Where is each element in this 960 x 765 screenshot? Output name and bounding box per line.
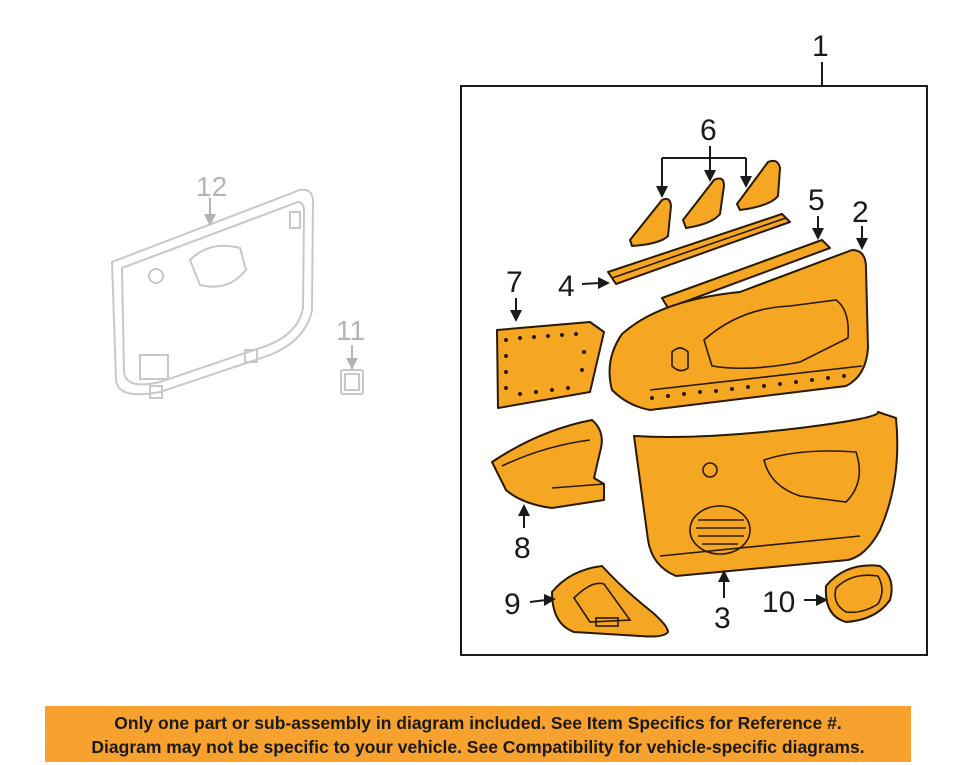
leader-9 (529, 594, 556, 606)
part-7-side-panel (496, 321, 605, 409)
leader-7 (510, 298, 522, 322)
callout-8: 8 (514, 532, 531, 565)
part-6-corner-trims (629, 159, 781, 247)
leader-3 (718, 570, 730, 598)
ghost-door-panel-12 (110, 188, 315, 399)
disclaimer-line-2: Diagram may not be specific to your vehi… (91, 737, 865, 757)
part-2-upper-trim (608, 249, 869, 411)
disclaimer-line-1: Only one part or sub-assembly in diagram… (114, 713, 842, 733)
callout-12: 12 (196, 171, 227, 202)
ghost-leader-11 (346, 345, 358, 370)
part-10-speaker-grille (824, 564, 893, 623)
callout-7: 7 (506, 266, 523, 299)
callout-6: 6 (700, 114, 717, 147)
part-2-fastener-holes (650, 374, 846, 400)
leader-5 (812, 216, 824, 240)
leader-4 (581, 277, 610, 289)
callout-10: 10 (762, 586, 795, 619)
leader-8 (518, 504, 530, 528)
leader-10 (804, 594, 828, 606)
callout-5: 5 (808, 184, 825, 217)
leader-2 (856, 226, 868, 250)
callout-9: 9 (504, 588, 521, 621)
callout-3: 3 (714, 602, 731, 635)
callout-4: 4 (558, 270, 575, 303)
callout-2: 2 (852, 196, 869, 229)
callout-11: 11 (336, 315, 365, 346)
part-7-fastener-holes (504, 332, 586, 396)
part-5-lower-strip (661, 239, 831, 309)
assembly-frame (460, 85, 928, 656)
leader-6 (656, 146, 752, 198)
callout-1: 1 (812, 30, 829, 63)
parts-diagram: 12 11 1 6 4 (110, 30, 928, 656)
part-8-armrest-pocket (491, 419, 605, 509)
ghost-clip-11 (340, 369, 364, 395)
part-3-lower-trim (633, 411, 899, 577)
part-4-upper-strip (607, 213, 791, 285)
part-9-handle-bezel (551, 565, 669, 638)
disclaimer-banner: Only one part or sub-assembly in diagram… (45, 706, 911, 762)
ghost-leader-12 (204, 198, 216, 226)
